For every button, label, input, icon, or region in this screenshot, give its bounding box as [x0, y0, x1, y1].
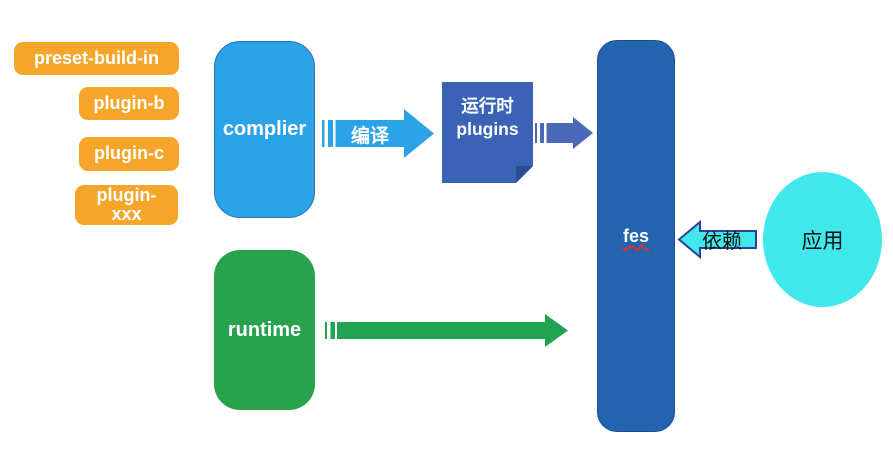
runtime-plugins-folded-corner — [516, 166, 533, 183]
plugins-to-fes-arrow-bar2 — [540, 123, 544, 143]
plugins-to-fes-arrow-head — [573, 117, 593, 149]
compile-arrow — [322, 109, 434, 158]
runtime-to-fes-arrow — [325, 314, 568, 347]
chip-preset-build-in: preset-build-in — [14, 42, 179, 75]
node-fes-label: fes — [622, 225, 649, 246]
node-runtime: runtime — [214, 250, 315, 410]
chip-plugin-b: plugin-b — [79, 87, 179, 120]
node-runtime-label: runtime — [227, 318, 302, 341]
chip-plugin-xxx: plugin- xxx — [75, 185, 178, 225]
chip-plugin-c: plugin-c — [79, 137, 179, 171]
runtime-to-fes-arrow-bar2 — [330, 322, 335, 339]
node-runtime-plugins — [442, 82, 533, 183]
compile-arrow-head — [404, 109, 434, 158]
runtime-to-fes-arrow-head — [545, 314, 568, 347]
depend-arrow — [677, 220, 757, 259]
plugins-to-fes-arrow — [535, 117, 593, 149]
plugins-to-fes-arrow-bar1 — [535, 123, 537, 143]
compile-arrow-bar2 — [328, 120, 333, 147]
plugins-to-fes-arrow-body — [546, 123, 573, 143]
node-app: 应用 — [763, 172, 882, 307]
compile-arrow-bar1 — [322, 120, 325, 147]
node-app-label: 应用 — [801, 229, 844, 253]
node-complier-label: complier — [222, 118, 307, 140]
depend-arrow-shape — [677, 220, 757, 259]
node-fes: fes — [597, 40, 675, 432]
runtime-to-fes-arrow-bar1 — [325, 322, 327, 339]
runtime-to-fes-arrow-body — [337, 322, 545, 339]
runtime-plugins-sheet — [442, 82, 533, 183]
node-complier: complier — [214, 41, 315, 218]
compile-arrow-body — [335, 120, 404, 147]
